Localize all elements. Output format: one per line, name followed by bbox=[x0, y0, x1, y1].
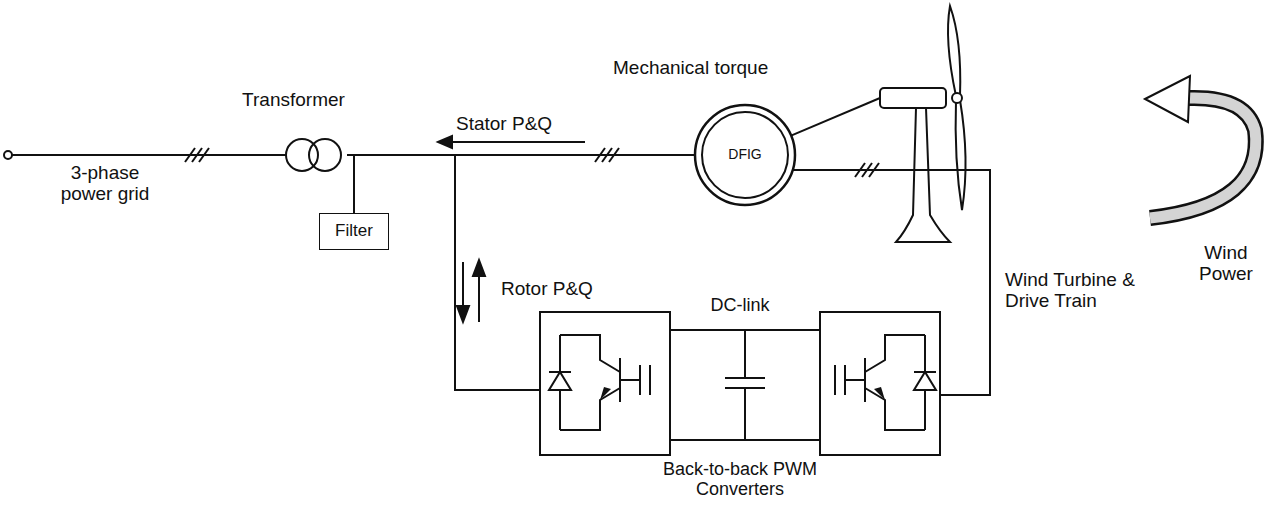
rotor-flow-arrow bbox=[462, 262, 464, 310]
emitter-arrow bbox=[600, 387, 611, 400]
turbine-blade bbox=[956, 100, 966, 210]
connector-line bbox=[347, 155, 540, 390]
turbine-tower bbox=[896, 108, 950, 242]
rotor-flow-arrow bbox=[478, 272, 480, 322]
turbine-nacelle bbox=[880, 88, 946, 108]
turbine-blade bbox=[948, 6, 960, 96]
diode-symbol bbox=[549, 372, 571, 390]
converter-group: DC-linkBack-to-back PWM Converters bbox=[540, 296, 940, 500]
transformer-winding bbox=[309, 139, 341, 171]
grid-line bbox=[12, 154, 286, 156]
rotor-side-converter bbox=[820, 312, 940, 455]
node-text: Wind Turbine & Drive Train bbox=[1005, 270, 1145, 312]
connector-label: Mechanical torque bbox=[612, 58, 769, 79]
grid-label: 3-phase power grid bbox=[45, 163, 165, 205]
connector-line bbox=[791, 98, 880, 136]
connector-label: Stator P&Q bbox=[455, 114, 553, 135]
generator-circle: DFIG bbox=[693, 103, 797, 207]
stator-flow-arrow bbox=[448, 141, 585, 143]
grid-side-converter bbox=[540, 312, 670, 455]
wind-arrow-body bbox=[1150, 98, 1256, 218]
three-phase-mark bbox=[199, 148, 209, 162]
stator-flow-arrowhead bbox=[438, 136, 452, 148]
igbt-symbol bbox=[560, 335, 650, 430]
wind-arrow-head bbox=[1145, 76, 1190, 122]
connector-line bbox=[347, 155, 354, 213]
switch-group bbox=[835, 335, 936, 430]
transformer-node: Transformer bbox=[240, 90, 347, 174]
switch-group bbox=[549, 335, 650, 430]
filter-box: Filter bbox=[319, 213, 389, 250]
grid-terminal bbox=[4, 151, 12, 159]
node-text: Transformer bbox=[242, 90, 345, 111]
connector-line bbox=[793, 170, 990, 395]
turbine-node: Wind Turbine & Drive Train bbox=[880, 20, 1149, 312]
wind-arrow-body bbox=[1150, 98, 1256, 218]
igbt-symbol bbox=[835, 335, 925, 430]
wind-label: Wind Power bbox=[1190, 243, 1262, 285]
node-text: DC-link bbox=[710, 296, 769, 316]
turbine-hub bbox=[952, 93, 962, 103]
node-text: Back-to-back PWM Converters bbox=[655, 460, 825, 500]
rotor-flow-arrowhead bbox=[457, 306, 469, 322]
node-text: DFIG bbox=[728, 147, 761, 162]
connector-label: Rotor P&Q bbox=[500, 279, 594, 300]
diode-symbol bbox=[914, 372, 936, 390]
emitter-arrow bbox=[874, 387, 885, 400]
node-text: Filter bbox=[335, 222, 373, 241]
rotor-flow-arrowhead bbox=[473, 260, 485, 276]
dc-link-capacitor bbox=[725, 330, 765, 440]
